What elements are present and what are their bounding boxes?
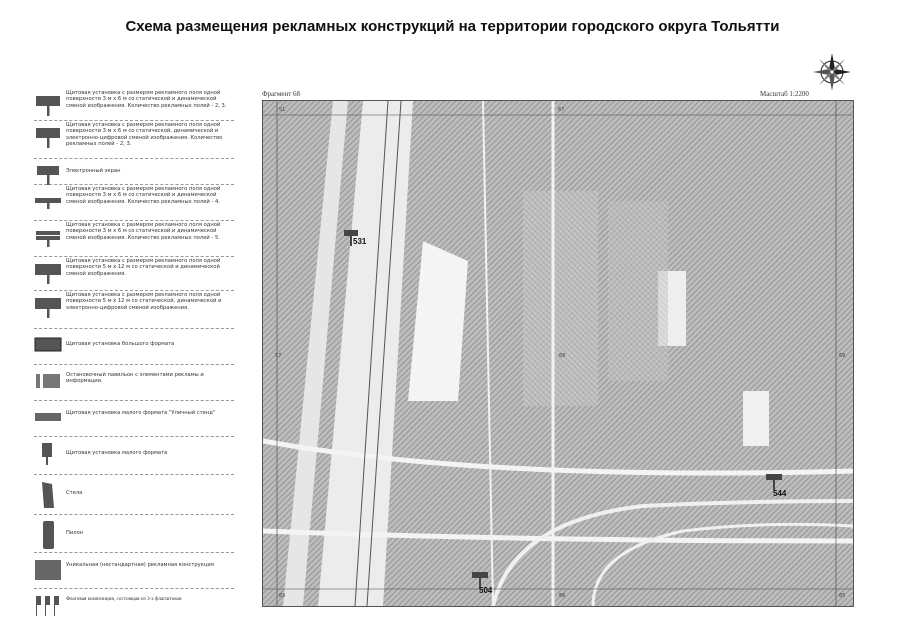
- stele-icon: [42, 482, 54, 508]
- billboard-5x12-digital-icon: [35, 298, 61, 318]
- legend-item: Щитовая установка с размером рекламного …: [34, 122, 234, 159]
- legend-item: Пилон: [34, 516, 234, 553]
- unique-construction-icon: [35, 560, 61, 580]
- legend-item: Щитовая установка малого формата: [34, 438, 234, 475]
- pylon-icon: [43, 521, 54, 549]
- legend-item: Остановочный павильон с элементами рекла…: [34, 366, 234, 401]
- sheet-number: 85: [839, 593, 846, 599]
- sheet-number: 68: [559, 353, 566, 359]
- legend-text: Щитовая установка с размером рекламного …: [66, 222, 221, 241]
- legend-text: Остановочный павильон с элементами рекла…: [66, 372, 204, 385]
- legend-item: Щитовая установка с размером рекламного …: [34, 90, 234, 121]
- ad-construction-marker[interactable]: [343, 229, 365, 247]
- legend-item: Щитовая установка с размером рекламного …: [34, 186, 234, 221]
- legend-item: Щитовая установка с размером рекламного …: [34, 292, 234, 329]
- legend-text: Щитовая установка с размером рекламного …: [66, 186, 221, 205]
- electronic-screen-icon: [37, 166, 59, 185]
- legend-item: Щитовая установка большого формата: [34, 330, 234, 365]
- marker-label[interactable]: 531: [353, 237, 367, 246]
- legend-item: Щитовая установка с размером рекламного …: [34, 222, 234, 257]
- legend-text: Уникальная (нестандартная) рекламная кон…: [66, 562, 214, 568]
- ad-construction-marker[interactable]: [471, 571, 493, 589]
- large-format-icon: [34, 337, 62, 352]
- legend-item: Стела: [34, 476, 234, 515]
- sheet-number: 86: [559, 593, 566, 599]
- sheet-number: 83: [279, 593, 286, 599]
- compass-rose-icon: [813, 53, 851, 91]
- small-format-icon: [42, 443, 52, 465]
- sheet-number: 57: [275, 353, 282, 359]
- legend-item: Щитовая установка с размером рекламного …: [34, 258, 234, 291]
- billboard-5-fields-icon: [36, 231, 60, 247]
- legend-text: Щитовая установка малого формата "Уличны…: [66, 410, 216, 416]
- legend-item: Уникальная (нестандартная) рекламная кон…: [34, 554, 234, 589]
- legend-text: Щитовая установка большого формата: [66, 341, 175, 347]
- legend-text: Щитовая установка с размером рекламного …: [66, 122, 223, 148]
- fragment-label: Фрагмент 68: [262, 90, 301, 98]
- sheet-number: 67: [558, 107, 565, 113]
- legend-text: Щитовая установка с размером рекламного …: [66, 258, 221, 277]
- legend-text: Щитовая установка с размером рекламного …: [66, 292, 222, 311]
- page-title: Схема размещения рекламных конструкций н…: [125, 18, 780, 35]
- flag-composition-icon: [36, 596, 59, 616]
- legend-item: Флаговая композиция, состоящая из 3-х фл…: [34, 590, 234, 616]
- legend-text: Щитовая установка малого формата: [66, 450, 168, 456]
- street-stand-icon: [35, 413, 61, 421]
- bus-stop-icon: [36, 374, 60, 388]
- marker-label[interactable]: 504: [479, 586, 493, 595]
- legend-text: Электронный экран: [66, 168, 121, 174]
- billboard-3x6-icon: [36, 96, 60, 116]
- map-fragment[interactable]: 51 67 57 68 69 83 86 85 531 544 504: [262, 100, 854, 607]
- map-drawing: [263, 101, 853, 606]
- legend-item: Щитовая установка малого формата "Уличны…: [34, 402, 234, 437]
- billboard-5x12-icon: [35, 264, 61, 284]
- billboard-3x6-digital-icon: [36, 128, 60, 148]
- legend-text: Стела: [66, 490, 83, 496]
- scale-label: Масштаб 1:2200: [760, 90, 809, 98]
- ad-construction-marker[interactable]: [765, 473, 787, 491]
- legend-text: Флаговая композиция, состоящая из 3-х фл…: [66, 596, 182, 602]
- legend-item: Электронный экран: [34, 160, 234, 185]
- legend-text: Щитовая установка с размером рекламного …: [66, 90, 227, 109]
- billboard-4-fields-icon: [35, 198, 61, 209]
- marker-label[interactable]: 544: [773, 489, 787, 498]
- sheet-number: 69: [839, 353, 846, 359]
- sheet-number: 51: [279, 107, 286, 113]
- legend-text: Пилон: [66, 530, 84, 536]
